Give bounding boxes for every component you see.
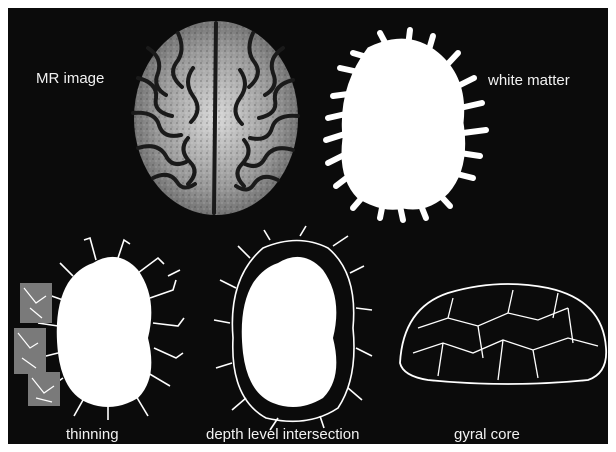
label-thinning: thinning bbox=[66, 426, 119, 444]
label-depth-level-intersection: depth level intersection bbox=[206, 426, 359, 444]
label-white-matter: white matter bbox=[488, 72, 570, 90]
label-gyral-core: gyral core bbox=[454, 426, 520, 444]
label-mr-image: MR image bbox=[36, 70, 104, 88]
figure-panel: MR image white matter thinning depth lev… bbox=[8, 8, 608, 444]
